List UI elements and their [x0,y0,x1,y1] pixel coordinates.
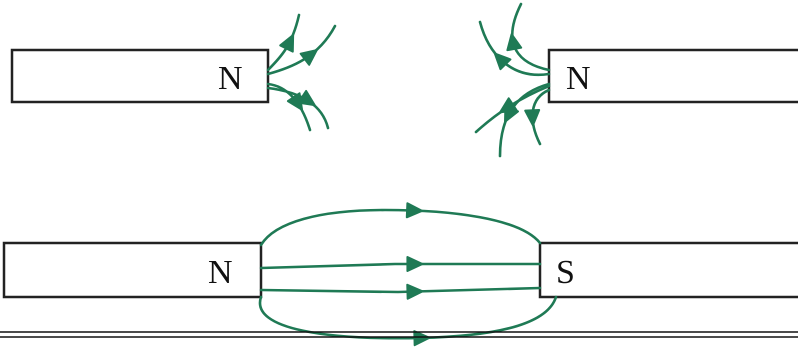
bottom-field-lines [258,202,558,347]
bottom-field-line-top-arc-arrowhead [405,202,424,219]
top-left-field-line-2-arrowhead [299,49,318,66]
bottom-left-magnet-body [2,241,263,299]
bottom-field-line-bottom-arc-arrowhead [413,330,431,347]
top-left-field-line-3 [266,82,312,132]
bottom-field-line-lower-straight-arrowhead [406,283,424,300]
top-right-magnet: N [547,48,798,104]
top-right-field-line-5-arrowhead [499,97,518,114]
top-left-pole-label: N [218,60,243,97]
bottom-left-magnet: N [2,241,263,299]
bottom-field-line-top-arc [259,208,542,247]
top-left-magnet: N [10,48,270,104]
baseline-rules [0,331,798,338]
bottom-left-pole-label: N [208,254,233,291]
top-right-field-line-2-arrowhead [493,52,512,71]
top-right-field-lines [474,2,551,158]
top-left-field-line-1-arrowhead [279,34,295,53]
top-right-field-line-1-arrowhead [506,33,523,52]
top-right-field-line-4-arrowhead [524,108,541,127]
bottom-magnet-pair: N S [2,202,798,347]
bottom-right-magnet-body [538,241,798,299]
bottom-field-line-lower-straight [259,286,542,294]
top-right-magnet-body [547,48,798,104]
top-left-field-line-1 [266,13,301,72]
bottom-right-pole-label: S [556,254,575,291]
bottom-right-magnet: S [538,241,798,299]
top-right-pole-label: N [566,60,591,97]
top-left-magnet-body [10,48,270,104]
bottom-field-line-upper-straight-arrowhead [406,256,424,272]
bottom-field-line-upper-straight [259,262,542,270]
top-left-field-line-4-arrowhead [297,89,316,107]
top-right-field-line-1 [511,2,551,72]
top-left-field-line-2 [266,24,337,76]
top-magnet-pair: N N [10,2,798,158]
top-left-field-lines [266,13,337,132]
